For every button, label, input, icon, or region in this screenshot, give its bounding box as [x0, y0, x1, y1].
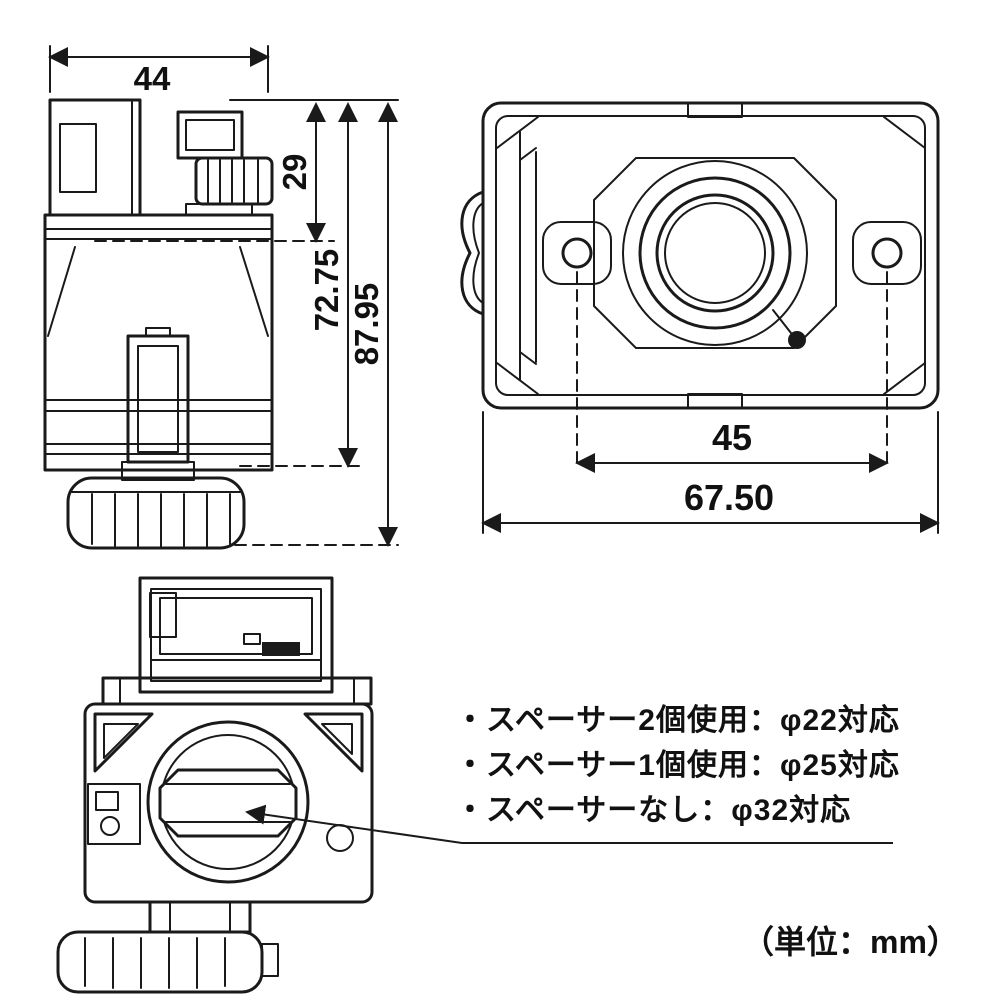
- unit-note: （単位：mm）: [742, 924, 959, 960]
- dim-72-75-label: 72.75: [308, 249, 345, 332]
- mount-hole-left: [561, 237, 593, 269]
- note-spacer-2: ・スペーサー2個使用：φ22対応: [455, 704, 900, 737]
- dim-87-95-label: 87.95: [348, 283, 385, 366]
- note-spacer-1: ・スペーサー1個使用：φ25対応: [455, 749, 900, 782]
- clamp-opening: [158, 768, 298, 838]
- dim-67-50-label: 67.50: [684, 477, 774, 518]
- front-view-drawing: 44 29 72.75 87.95: [43, 45, 399, 550]
- locator-dot: [788, 331, 806, 349]
- leader-line: [245, 804, 893, 844]
- dim-44-label: 44: [134, 60, 171, 97]
- dim-29-label: 29: [276, 154, 313, 191]
- mount-hole-right: [871, 237, 903, 269]
- note-spacer-0: ・スペーサーなし：φ32対応: [455, 794, 851, 827]
- spacer-notes: ・スペーサー2個使用：φ22対応 ・スペーサー1個使用：φ25対応 ・スペーサー…: [455, 704, 900, 827]
- clamp-view-drawing: [56, 576, 893, 994]
- top-view-drawing: 45 67.50: [460, 101, 940, 534]
- dim-45-label: 45: [712, 417, 752, 458]
